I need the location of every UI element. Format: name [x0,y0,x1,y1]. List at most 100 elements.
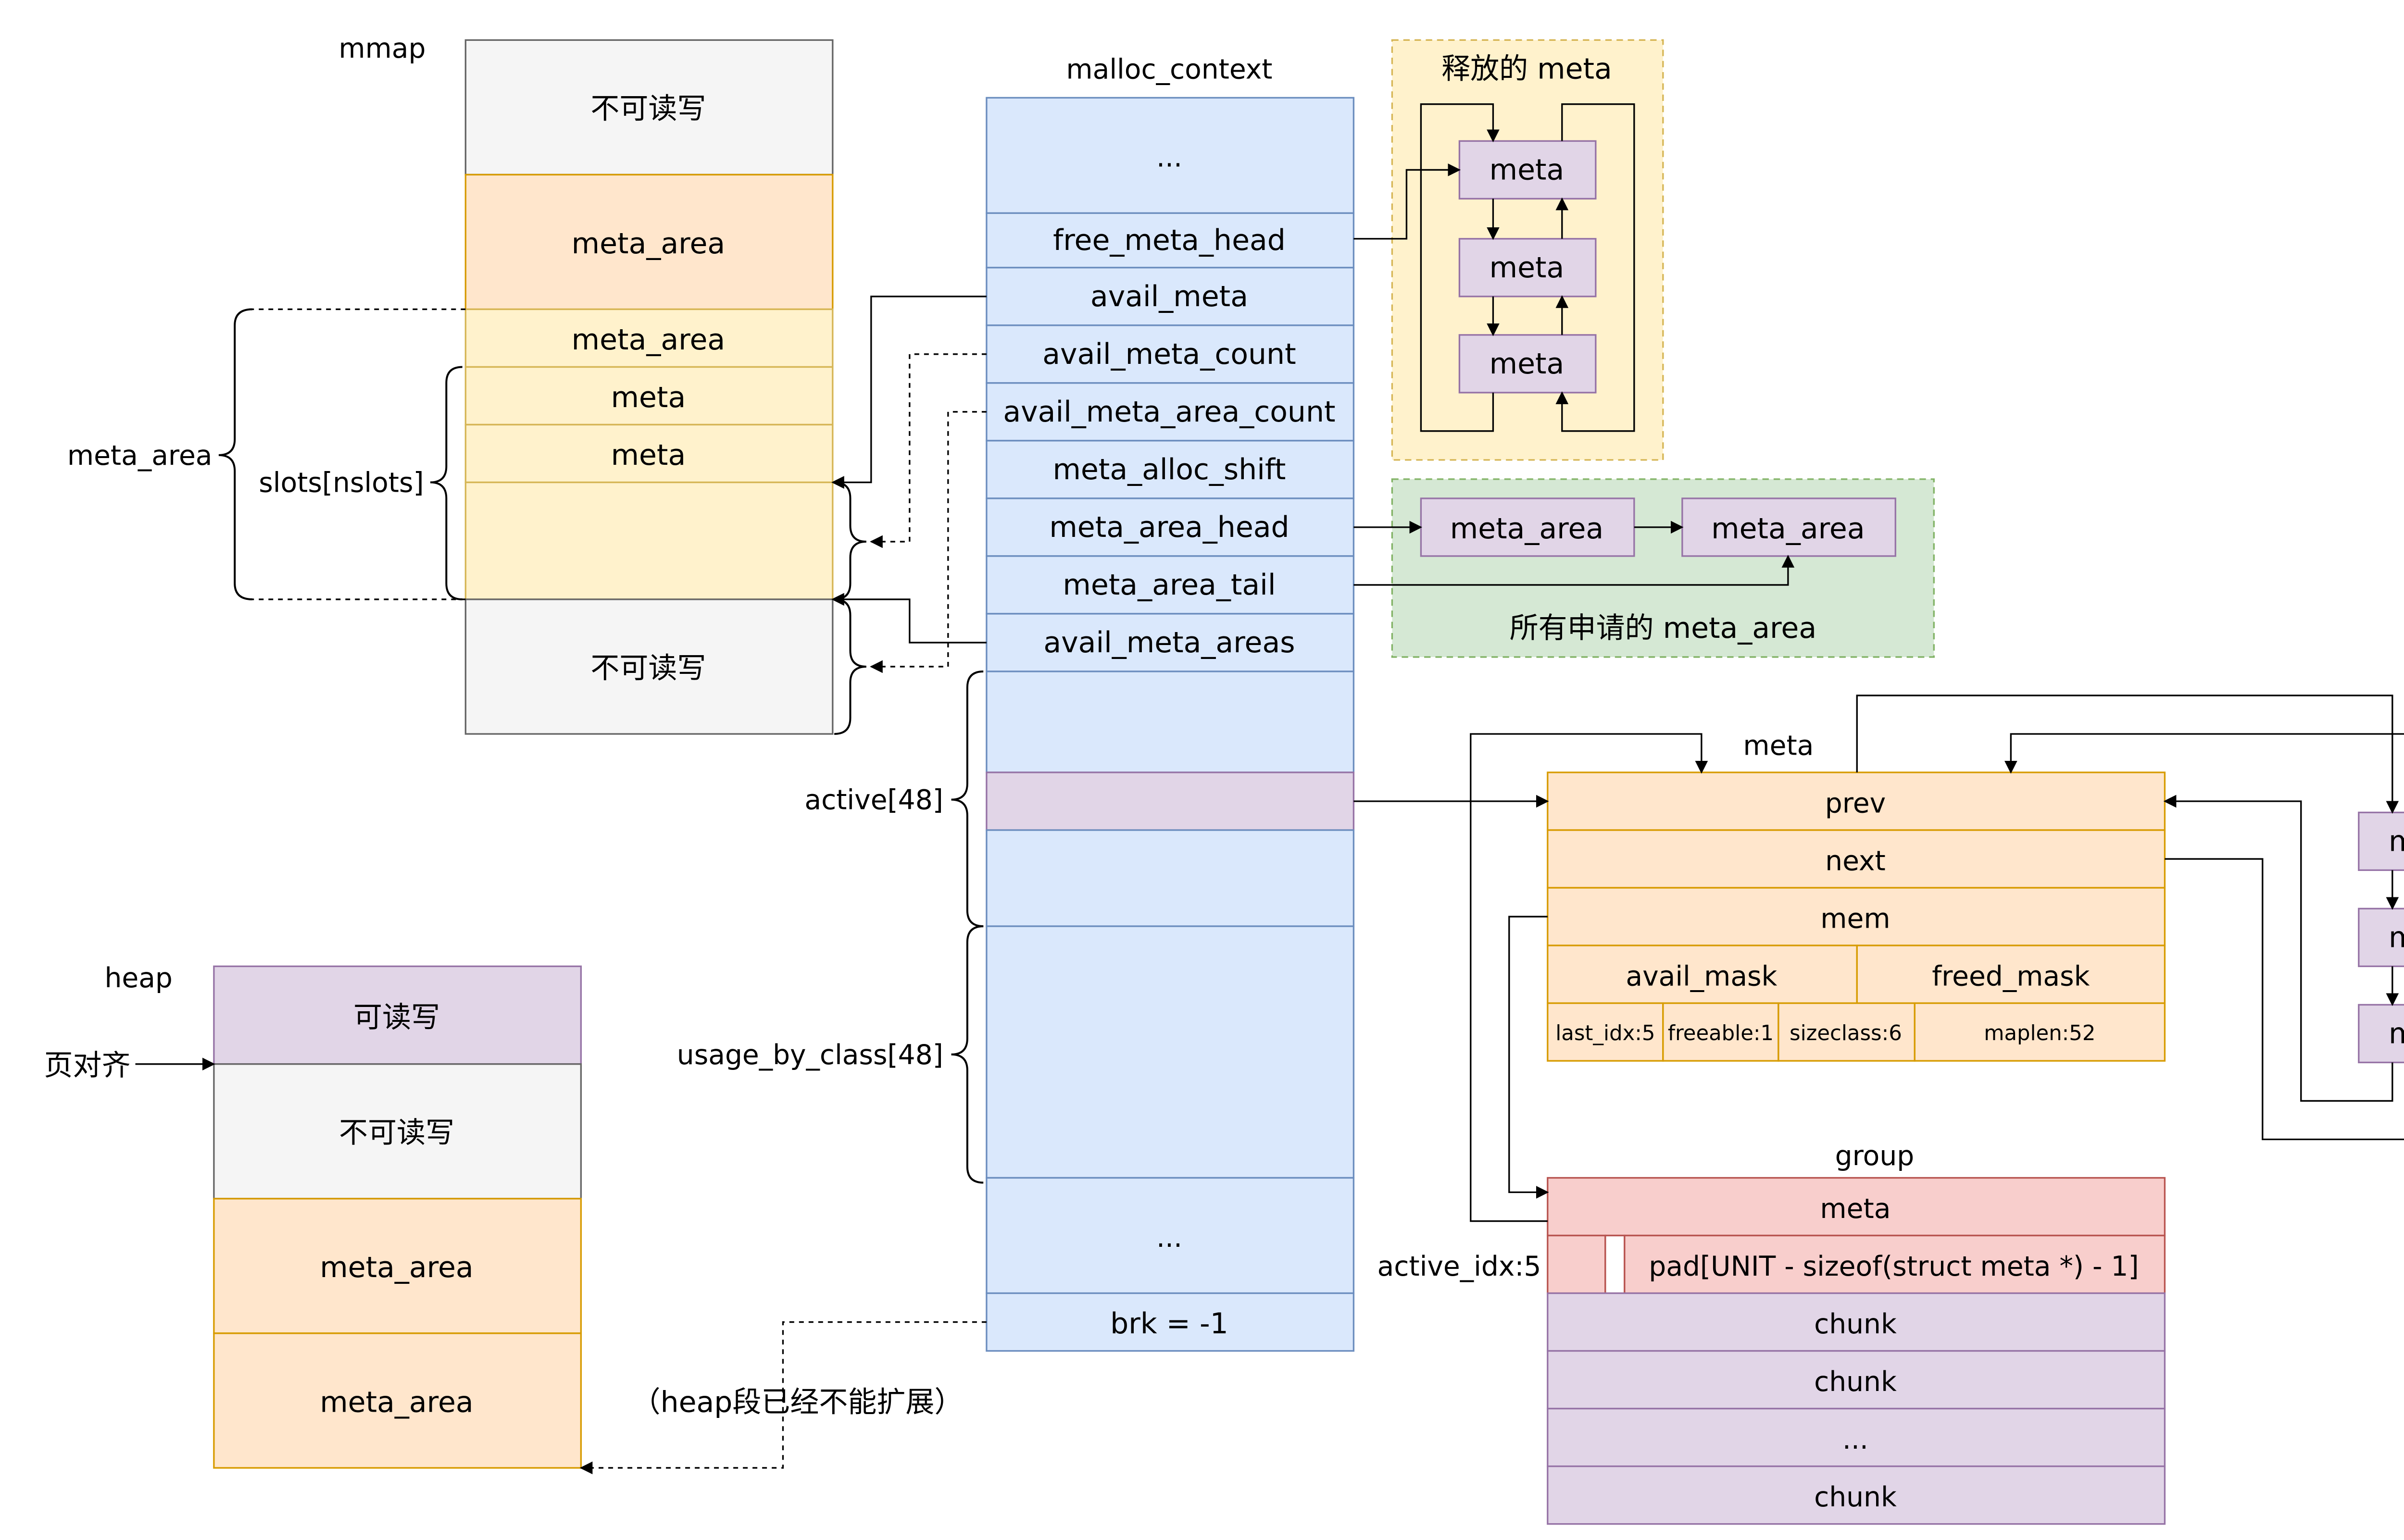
freed-meta-node-label: meta [1490,153,1565,186]
freed-meta-box: 释放的 meta meta meta meta [1391,39,1664,461]
active-brace [951,670,984,928]
meta-field-label: maplen:52 [1984,1021,2095,1045]
active-idx-label: active_idx:5 [1377,1251,1541,1282]
ctx-field-avail-meta [986,267,1355,326]
mmap-cell-slots-empty [464,481,834,600]
ctx-field-label: avail_meta_count [1042,337,1296,371]
group-field-meta [1547,1177,2166,1237]
meta-chain-node [2358,907,2404,968]
ctx-field-label: avail_meta_areas [1043,626,1295,659]
unreadable-right-brace [834,598,866,735]
mmap-cell-label: meta [611,381,686,414]
mmap-cell-label: 不可读写 [590,92,706,126]
group-field-label: ... [1842,1424,1868,1455]
malloc-context: malloc_context ... free_meta_head avail_… [677,53,1355,1352]
ctx-field-avail-meta-areas [986,613,1355,672]
meta-chain-node-label: meta [2389,920,2404,954]
avail-meta-area-count-arrow [870,411,987,673]
heap-cell-label: 不可读写 [339,1116,454,1150]
meta-area-list-node [1681,497,1896,557]
group-meta-to-meta-arrow [1470,733,1708,1222]
ctx-field-label: ... [1156,142,1182,174]
mmap-cell-label: meta [611,438,686,472]
meta-area-list-caption: 所有申请的 meta_area [1510,611,1817,645]
meta-chain-node [2358,1004,2404,1064]
freed-meta-title: 释放的 meta [1441,52,1612,86]
group-title: group [1835,1140,1915,1172]
meta-field-maplen [1914,1002,2166,1062]
ctx-field-ellipsis-top [986,97,1355,214]
freed-loop-right [1555,103,1635,432]
ctx-usage-by-class [986,925,1355,1179]
ctx-field-label: avail_meta_area_count [1003,395,1335,429]
group-field-active-idx-gap [1604,1234,1626,1294]
meta-top-to-chain-arrow [1856,695,2399,814]
mmap-cell-meta-area-2 [464,308,834,368]
meta-field-label: sizeclass:6 [1790,1021,1902,1045]
chain-to-meta-top-arrow [2004,733,2404,774]
meta-area-list-node-label: meta_area [1711,512,1865,546]
group-field-label: chunk [1814,1366,1897,1398]
page-align-label: 页对齐 [44,1049,130,1082]
freed-meta-node [1458,334,1597,394]
meta-area-tail-arrow [1353,555,1795,586]
ctx-active-slot-upper [986,671,1355,773]
usage-brace-label: usage_by_class[48] [677,1039,943,1071]
chain-last-to-prev-arrow [2163,795,2393,1102]
meta-field-label: last_idx:5 [1555,1021,1655,1045]
freed-loop-left [1420,103,1500,432]
group-chunk [1547,1350,2166,1410]
slots-right-brace [834,481,866,600]
meta-struct: meta prev next mem avail_mask freed_mask… [1547,730,2166,1062]
heap-region: heap 可读写 不可读写 meta_area meta_area 页对齐 [44,962,582,1469]
group-field-label: meta [1820,1193,1891,1225]
meta-area-brace-label: meta_area [67,440,213,472]
group-field-label: chunk [1814,1481,1897,1513]
malloc-context-title: malloc_context [1066,53,1272,85]
meta-chain-node [2358,811,2404,871]
group-field-pad [1624,1234,2166,1294]
meta-field-mem [1547,887,2166,946]
meta-field-avail-mask [1547,944,1858,1004]
meta-field-label: avail_mask [1626,960,1777,992]
meta-field-freeable [1662,1002,1779,1062]
mem-to-group-arrow [1508,916,1549,1199]
mmap-cell-unreadable-bottom [464,598,834,735]
group-chunk [1547,1292,2166,1352]
meta-field-last-idx [1547,1002,1664,1062]
meta-field-label: prev [1825,787,1886,819]
group-chunk [1547,1407,2166,1467]
ctx-field-meta-alloc-shift [986,440,1355,499]
ctx-active-slot-highlighted [986,771,1355,831]
mmap-cell-unreadable-top [464,39,834,176]
meta-field-freed-mask [1856,944,2166,1004]
ctx-field-free-meta-head [986,212,1355,269]
ctx-to-mmap-connectors [831,296,987,735]
ctx-active-slot-lower [986,829,1355,927]
ctx-field-label: ... [1156,1222,1182,1254]
meta-area-list-node-label: meta_area [1450,512,1603,546]
mmap-cell-meta-1 [464,366,834,426]
meta-chain-node-label: meta [2389,1017,2404,1050]
heap-cell-label: meta_area [320,1251,473,1284]
meta-chain-node-label: meta [2389,824,2404,858]
avail-meta-arrow [831,296,987,489]
mmap-region: mmap 不可读写 meta_area meta_area meta meta … [67,33,834,735]
heap-cell-label: 可读写 [353,1001,440,1034]
heap-cell-readable [213,965,582,1065]
group-field-active-idx [1547,1234,1606,1294]
meta-chain: meta meta meta [2358,811,2404,1064]
mmap-cell-meta-area [464,174,834,310]
meta-field-label: next [1825,845,1886,877]
mmap-cell-label: meta_area [572,323,725,357]
freed-meta-node-label: meta [1490,251,1565,285]
meta-area-list-box: meta_area meta_area 所有申请的 meta_area [1391,478,1935,658]
mmap-title: mmap [338,33,426,64]
group-field-label: pad[UNIT - sizeof(struct meta *) - 1] [1649,1251,2139,1282]
freed-meta-node [1458,140,1597,200]
freed-meta-node-label: meta [1490,347,1565,381]
ctx-field-label: avail_meta [1090,280,1248,313]
ctx-field-meta-area-head [986,497,1355,557]
group-chunk [1547,1465,2166,1525]
